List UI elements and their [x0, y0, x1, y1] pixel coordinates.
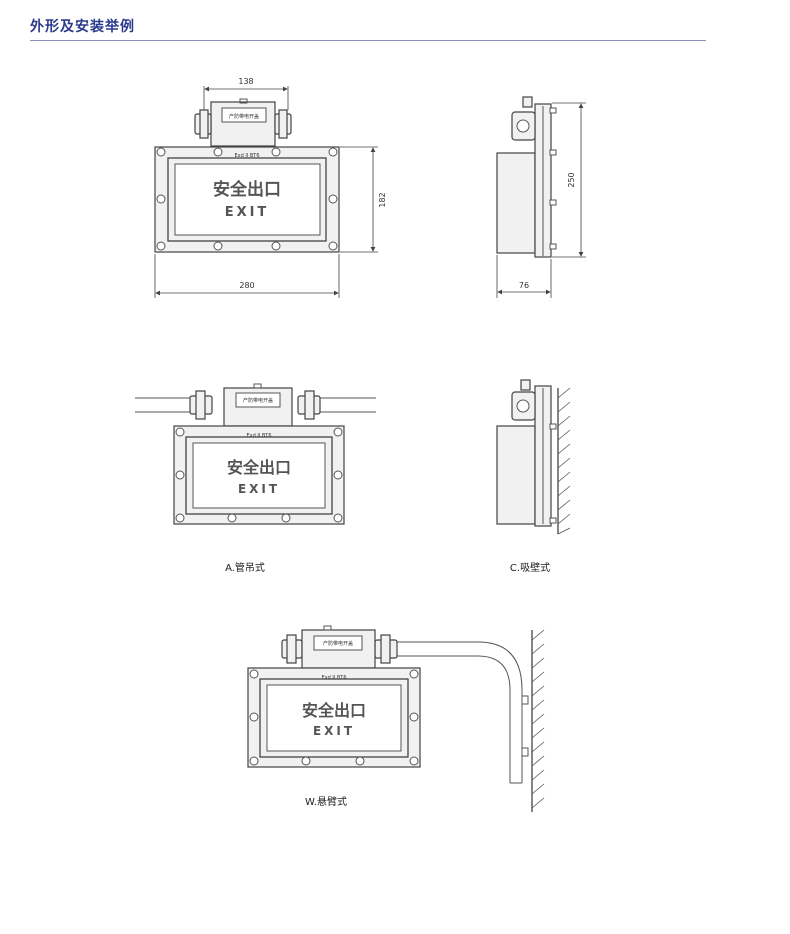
housing-side	[496, 152, 536, 254]
label-wall-mount: C.吸壁式	[510, 561, 550, 574]
front-view: 产防带电开盖 Exd II BT6 安全出口 EXIT 138 182	[154, 77, 387, 298]
exd-mark-a: Exd II BT6	[246, 433, 271, 439]
sign-english-a: EXIT	[238, 482, 280, 496]
label-cantilever: W.悬臂式	[305, 795, 347, 808]
exd-mark-w: Exd II BT6	[321, 675, 346, 681]
dim-width: 280	[239, 281, 254, 290]
dim-height: 182	[378, 192, 387, 207]
sign-english: EXIT	[225, 205, 270, 220]
junction-label-w: 产防带电开盖	[323, 640, 353, 647]
exd-mark: Exd II BT6	[234, 153, 259, 159]
sign-chinese-a: 安全出口	[227, 458, 291, 477]
label-pipe-hanging: A.管吊式	[225, 561, 265, 574]
sign-chinese: 安全出口	[213, 179, 281, 200]
sign-chinese-w: 安全出口	[302, 701, 366, 720]
wall-mount-view: C.吸壁式	[496, 379, 571, 574]
pipe-hanging-view: 产防带电开盖 Exd II BT6 安全出口 EXIT A.管吊式	[135, 383, 376, 574]
junction-label-a: 产防带电开盖	[243, 397, 273, 404]
bolts-w	[249, 669, 419, 766]
dim-depth: 76	[519, 281, 529, 290]
side-bolts	[549, 107, 557, 250]
side-view: 250 76	[496, 96, 586, 298]
header-divider	[30, 40, 706, 41]
cantilever-view: 产防带电开盖 Exd II BT6 安全出口 EXIT W.悬臂式	[247, 625, 545, 812]
sign-english-w: EXIT	[313, 724, 355, 738]
page-title: 外形及安装举例	[30, 19, 135, 35]
wall-hatch-w	[531, 629, 545, 809]
bolts-a	[175, 427, 343, 523]
dim-side-height: 250	[567, 172, 576, 187]
junction-label: 产防带电开盖	[229, 113, 259, 120]
wall-hatch-c	[557, 387, 571, 535]
enclosure-bolts	[156, 147, 338, 251]
cantilever-arm	[397, 641, 523, 783]
dim-top-width: 138	[238, 77, 253, 86]
